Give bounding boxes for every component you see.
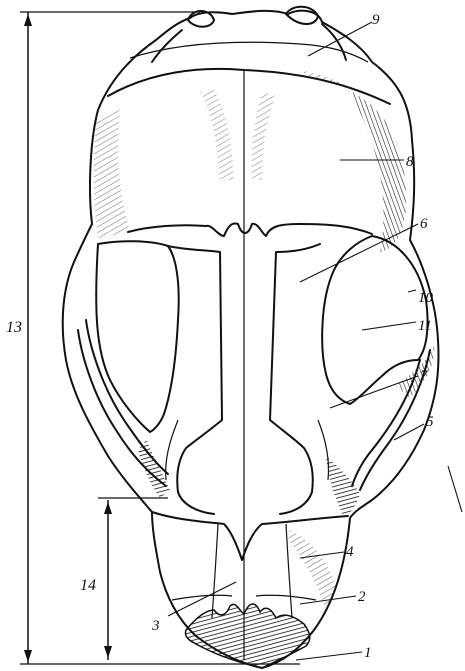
label-13: 13 xyxy=(6,319,22,336)
label-3: 3 xyxy=(151,618,160,634)
dimension-line-14 xyxy=(98,498,168,660)
label-5: 5 xyxy=(426,414,434,430)
rostrum xyxy=(152,512,348,618)
premaxilla-tip xyxy=(185,604,309,668)
orbit-left xyxy=(96,241,179,432)
nasal-region xyxy=(166,244,329,514)
label-11: 11 xyxy=(418,318,432,334)
label-10: 10 xyxy=(418,290,434,306)
cranial-shading xyxy=(94,70,406,252)
label-14: 14 xyxy=(80,577,96,594)
frontal-parietal-suture xyxy=(128,70,372,660)
label-9: 9 xyxy=(372,12,380,28)
label-4: 4 xyxy=(346,544,354,560)
label-1: 1 xyxy=(364,645,372,661)
label-2: 2 xyxy=(358,589,366,605)
skull-outline xyxy=(63,7,439,668)
label-8: 8 xyxy=(406,154,414,170)
zygomatic-arch-left xyxy=(78,320,170,498)
label-6: 6 xyxy=(420,216,428,232)
